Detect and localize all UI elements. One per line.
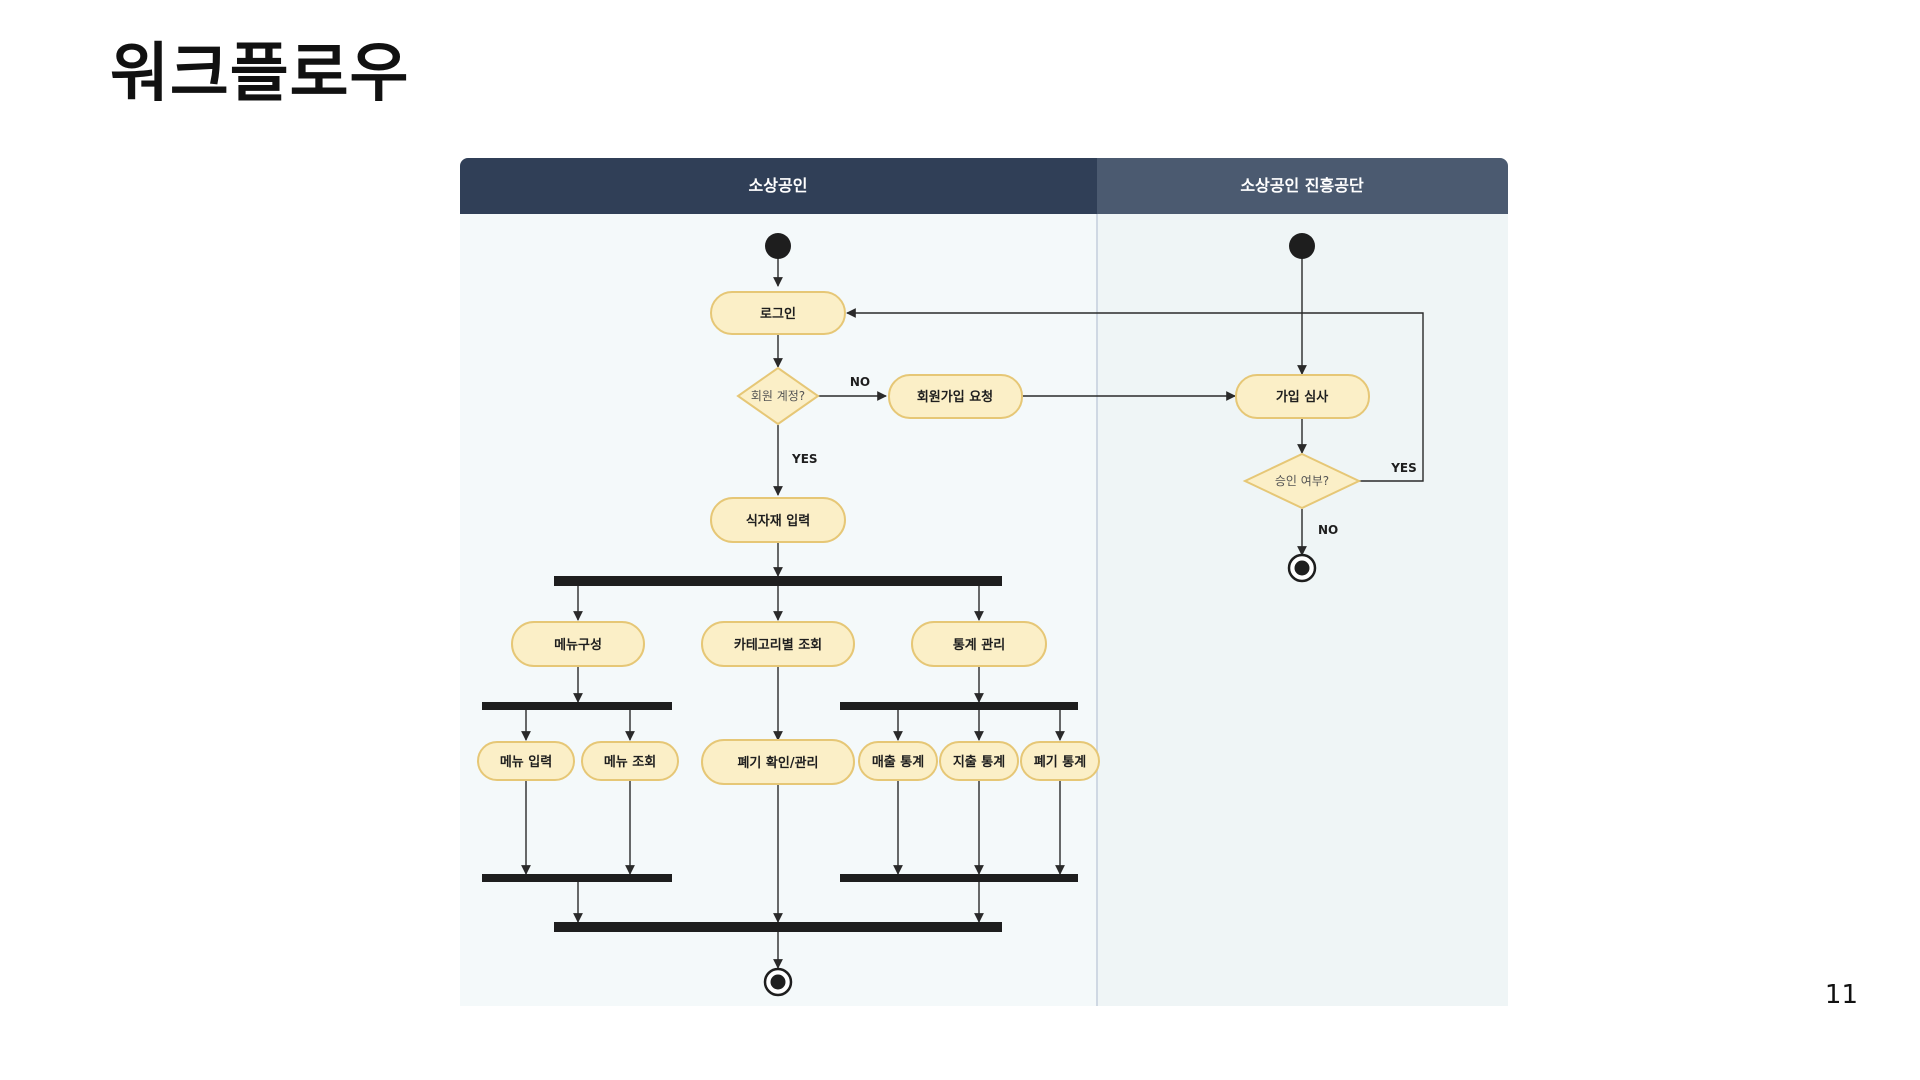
lane-agency-title: 소상공인 진흥공단 — [1240, 176, 1364, 195]
label-approval-no: NO — [1318, 523, 1338, 537]
node-waste-stats: 폐기 통계 — [1020, 741, 1100, 781]
svg-text:폐기 통계: 폐기 통계 — [1034, 755, 1086, 770]
lane-small-business-title: 소상공인 — [749, 176, 808, 195]
node-category-view: 카테고리별 조회 — [701, 621, 855, 667]
fork-bar-menu — [482, 702, 672, 710]
label-approval-yes: YES — [1390, 461, 1417, 475]
node-stats-mgmt: 통계 관리 — [911, 621, 1047, 667]
node-menu-config: 메뉴구성 — [511, 621, 645, 667]
start-node — [765, 233, 791, 259]
fork-bar-stats — [840, 702, 1078, 710]
svg-text:폐기 확인/관리: 폐기 확인/관리 — [737, 755, 818, 771]
decision-member-account: 회원 계정? — [736, 366, 820, 426]
join-bar-menu — [482, 874, 672, 882]
label-member-no: NO — [850, 375, 870, 389]
join-bar-stats — [840, 874, 1078, 882]
node-menu-view: 메뉴 조회 — [581, 741, 679, 781]
node-expense-stats: 지출 통계 — [939, 741, 1019, 781]
svg-text:메뉴구성: 메뉴구성 — [554, 638, 602, 653]
svg-text:통계 관리: 통계 관리 — [953, 637, 1005, 653]
svg-text:회원 계정?: 회원 계정? — [751, 389, 805, 403]
svg-text:식자재 입력: 식자재 입력 — [746, 513, 810, 529]
svg-text:가입 심사: 가입 심사 — [1276, 389, 1328, 405]
workflow-diagram: 소상공인 소상공인 진흥공단 로그인 — [460, 158, 1508, 1006]
svg-text:카테고리별 조회: 카테고리별 조회 — [734, 637, 822, 653]
svg-text:지출 통계: 지출 통계 — [953, 754, 1005, 770]
decision-approval: 승인 여부? — [1242, 452, 1362, 510]
agency-start-node — [1289, 233, 1315, 259]
svg-text:로그인: 로그인 — [760, 306, 796, 322]
node-sales-stats: 매출 통계 — [858, 741, 938, 781]
label-member-yes: YES — [791, 452, 818, 466]
page-title: 워크플로우 — [110, 37, 410, 111]
page-number: 11 — [1824, 980, 1858, 1010]
agency-end-node — [1287, 553, 1317, 583]
end-node — [763, 967, 793, 997]
join-bar-final — [554, 922, 1002, 932]
svg-text:매출 통계: 매출 통계 — [872, 754, 924, 770]
svg-text:메뉴 조회: 메뉴 조회 — [604, 754, 656, 770]
node-signup-review: 가입 심사 — [1235, 374, 1370, 419]
svg-text:메뉴 입력: 메뉴 입력 — [500, 755, 552, 770]
node-ingredient-input: 식자재 입력 — [710, 497, 846, 543]
node-login: 로그인 — [710, 291, 846, 335]
fork-bar-main — [554, 576, 1002, 586]
node-menu-input: 메뉴 입력 — [477, 741, 575, 781]
svg-text:회원가입 요청: 회원가입 요청 — [917, 389, 993, 405]
lane-small-business-header — [460, 158, 1097, 214]
edge-approval-yes-to-login — [846, 308, 1424, 482]
svg-text:승인 여부?: 승인 여부? — [1275, 474, 1329, 488]
node-signup-request: 회원가입 요청 — [888, 374, 1023, 419]
node-waste-check: 폐기 확인/관리 — [701, 739, 855, 785]
lane-agency-header — [1097, 158, 1508, 214]
